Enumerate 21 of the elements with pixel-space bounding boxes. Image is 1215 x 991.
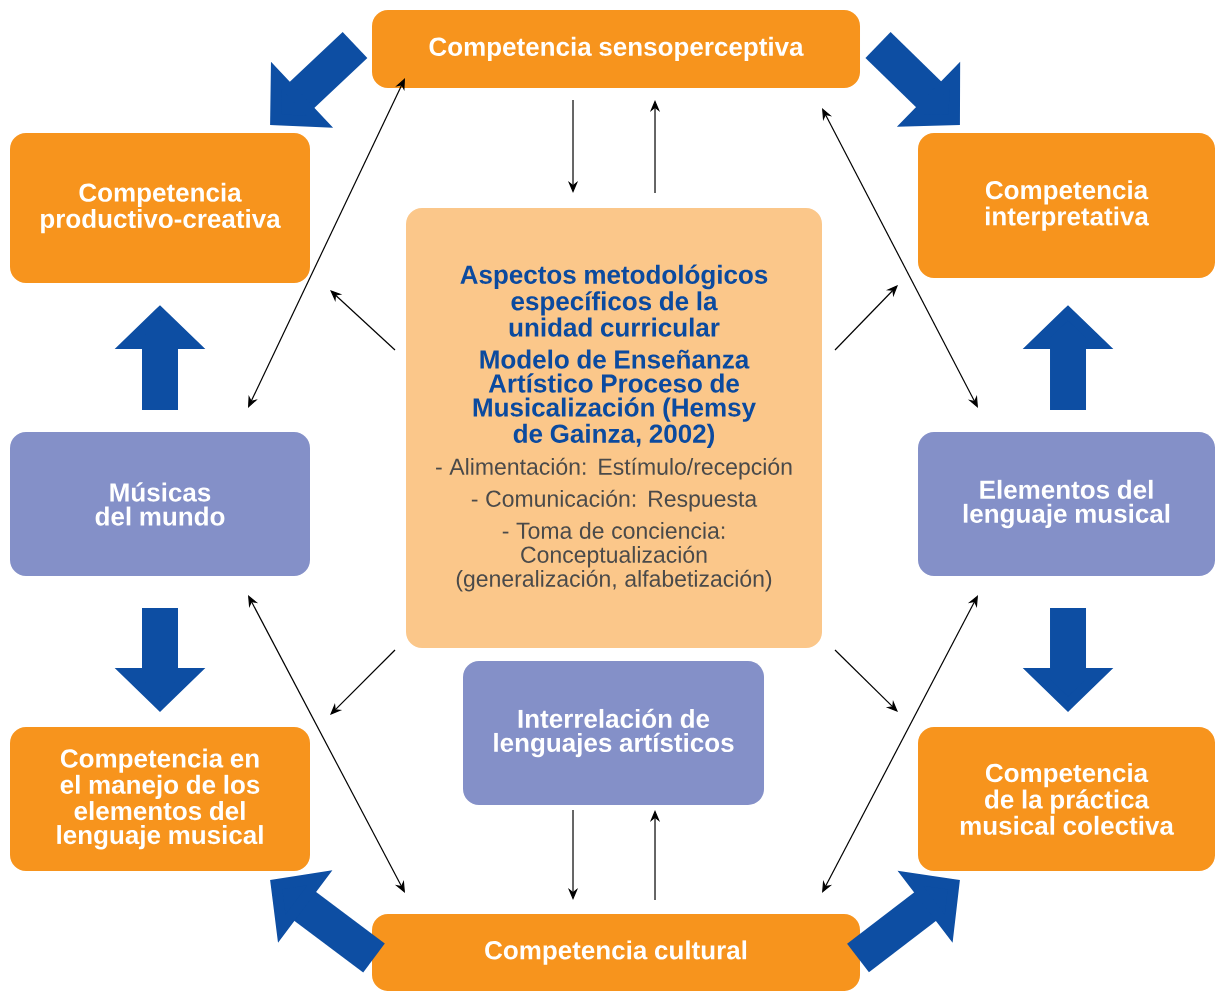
- block-arrow: [847, 870, 960, 973]
- competence-box: Competencia productivo-creativa: [10, 133, 310, 283]
- competence-box: Competencia interpretativa: [918, 133, 1215, 278]
- double-arrow: [248, 78, 405, 408]
- topic-box: Elementos del lenguaje musical: [918, 432, 1215, 576]
- arrow: [330, 290, 396, 351]
- block-arrow: [270, 31, 368, 128]
- topic-box: Músicas del mundo: [10, 432, 310, 576]
- content-box: Aspectos metodológicos específicos de la unidad curricular Modelo de Enseñanza Artístico Proceso de Musicalización (Hemsy de Gainza, 2002) - Alimentación: Estímulo/recepción - Comunicación: Respuesta - Toma de conciencia: Conceptualización (generalización, alfabetización): [406, 208, 822, 648]
- competence-box: Competencia sensoperceptiva: [372, 10, 860, 88]
- arrow: [834, 285, 898, 351]
- competence-box: Competencia en el manejo de los elementos del lenguaje musical: [10, 727, 310, 871]
- block-arrow: [865, 32, 961, 127]
- arrow: [330, 649, 396, 715]
- double-arrow: [822, 108, 978, 408]
- competence-box: Competencia de la práctica musical colectiva: [918, 727, 1215, 871]
- double-arrow: [248, 595, 405, 893]
- competence-box: Competencia cultural: [372, 914, 860, 991]
- topic-box: Interrelación de lenguajes artísticos: [463, 661, 764, 805]
- arrow: [834, 649, 898, 712]
- double-arrow: [822, 595, 978, 893]
